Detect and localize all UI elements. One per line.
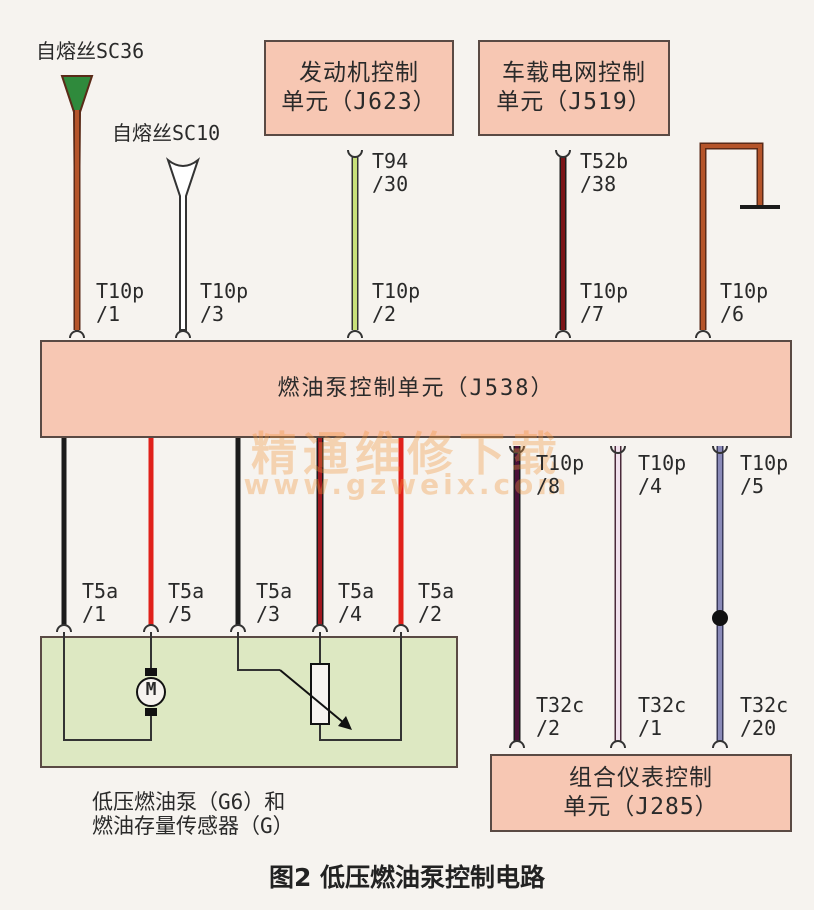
- motor-brush-top: [145, 668, 157, 676]
- hook-t5a-1: [56, 624, 72, 633]
- module-j285: 组合仪表控制 单元（J285）: [490, 754, 792, 832]
- module-j623: 发动机控制 单元（J623）: [264, 40, 454, 136]
- module-j285-line1: 组合仪表控制: [568, 765, 713, 792]
- module-j623-line2: 单元（J623）: [281, 89, 437, 115]
- hook-t5a-3: [230, 624, 246, 633]
- wire-ground: [701, 144, 762, 330]
- sensor-return-wire: [319, 632, 402, 741]
- figure-caption: 图2 低压燃油泵控制电路: [268, 863, 546, 892]
- pin-t10p-4: T10p/4: [638, 451, 687, 498]
- pin-t5a-5: T5a/5: [168, 579, 205, 626]
- top-connector-hooks: [69, 149, 711, 339]
- splice-point: [712, 610, 728, 626]
- module-j623-line1: 发动机控制: [298, 60, 419, 87]
- pin-t10p-7: T10p/7: [580, 279, 629, 326]
- resistor-arrow-head: [338, 716, 352, 730]
- pin-t10p-8: T10p/8: [536, 451, 585, 498]
- resistor-arrow-line: [279, 669, 351, 729]
- pin-t52b-38: T52b/38: [580, 149, 629, 196]
- pin-t10p-5: T10p/5: [740, 451, 789, 498]
- hook-t5a-2: [393, 624, 409, 633]
- pin-t5a-2: T5a/2: [418, 579, 455, 626]
- pin-t10p-3: T10p/3: [200, 279, 249, 326]
- pin-t5a-4: T5a/4: [338, 579, 375, 626]
- motor-loop-wire: [63, 632, 152, 741]
- resistor-icon: [310, 663, 330, 725]
- pin-t5a-1: T5a/1: [82, 579, 119, 626]
- module-j519-line1: 车载电网控制: [501, 60, 646, 87]
- pump-sensor-box: [40, 636, 458, 768]
- module-j285-line2: 单元（J285）: [563, 794, 719, 820]
- pin-t94-30: T94/30: [372, 149, 409, 196]
- pump-caption: 低压燃油泵（G6）和燃油存量传感器（G）: [92, 790, 294, 839]
- pin-t10p-1: T10p/1: [96, 279, 145, 326]
- motor-brush-bottom: [145, 708, 157, 716]
- sensor-wiper-wire: [237, 632, 280, 671]
- hook-t5a-5: [143, 624, 159, 633]
- motor-symbol-label: M: [145, 679, 157, 700]
- pin-t5a-3: T5a/3: [256, 579, 293, 626]
- fuse-sc10-label: 自熔丝SC10: [112, 121, 221, 145]
- module-j519-line2: 单元（J519）: [496, 89, 652, 115]
- hook-t5a-4: [312, 624, 328, 633]
- module-j538: 燃油泵控制单元（J538）: [40, 340, 792, 438]
- pin-t10p-6: T10p/6: [720, 279, 769, 326]
- module-j519: 车载电网控制 单元（J519）: [478, 40, 670, 136]
- pin-t10p-2: T10p/2: [372, 279, 421, 326]
- fuse-sc36-label: 自熔丝SC36: [36, 39, 145, 63]
- pin-t32c-2: T32c/2: [536, 693, 585, 740]
- j538-bottom-hooks: [509, 445, 728, 454]
- pin-t32c-20: T32c/20: [740, 693, 789, 740]
- pin-t32c-1: T32c/1: [638, 693, 687, 740]
- motor-icon: [136, 677, 166, 707]
- module-j538-label: 燃油泵控制单元（J538）: [277, 376, 555, 402]
